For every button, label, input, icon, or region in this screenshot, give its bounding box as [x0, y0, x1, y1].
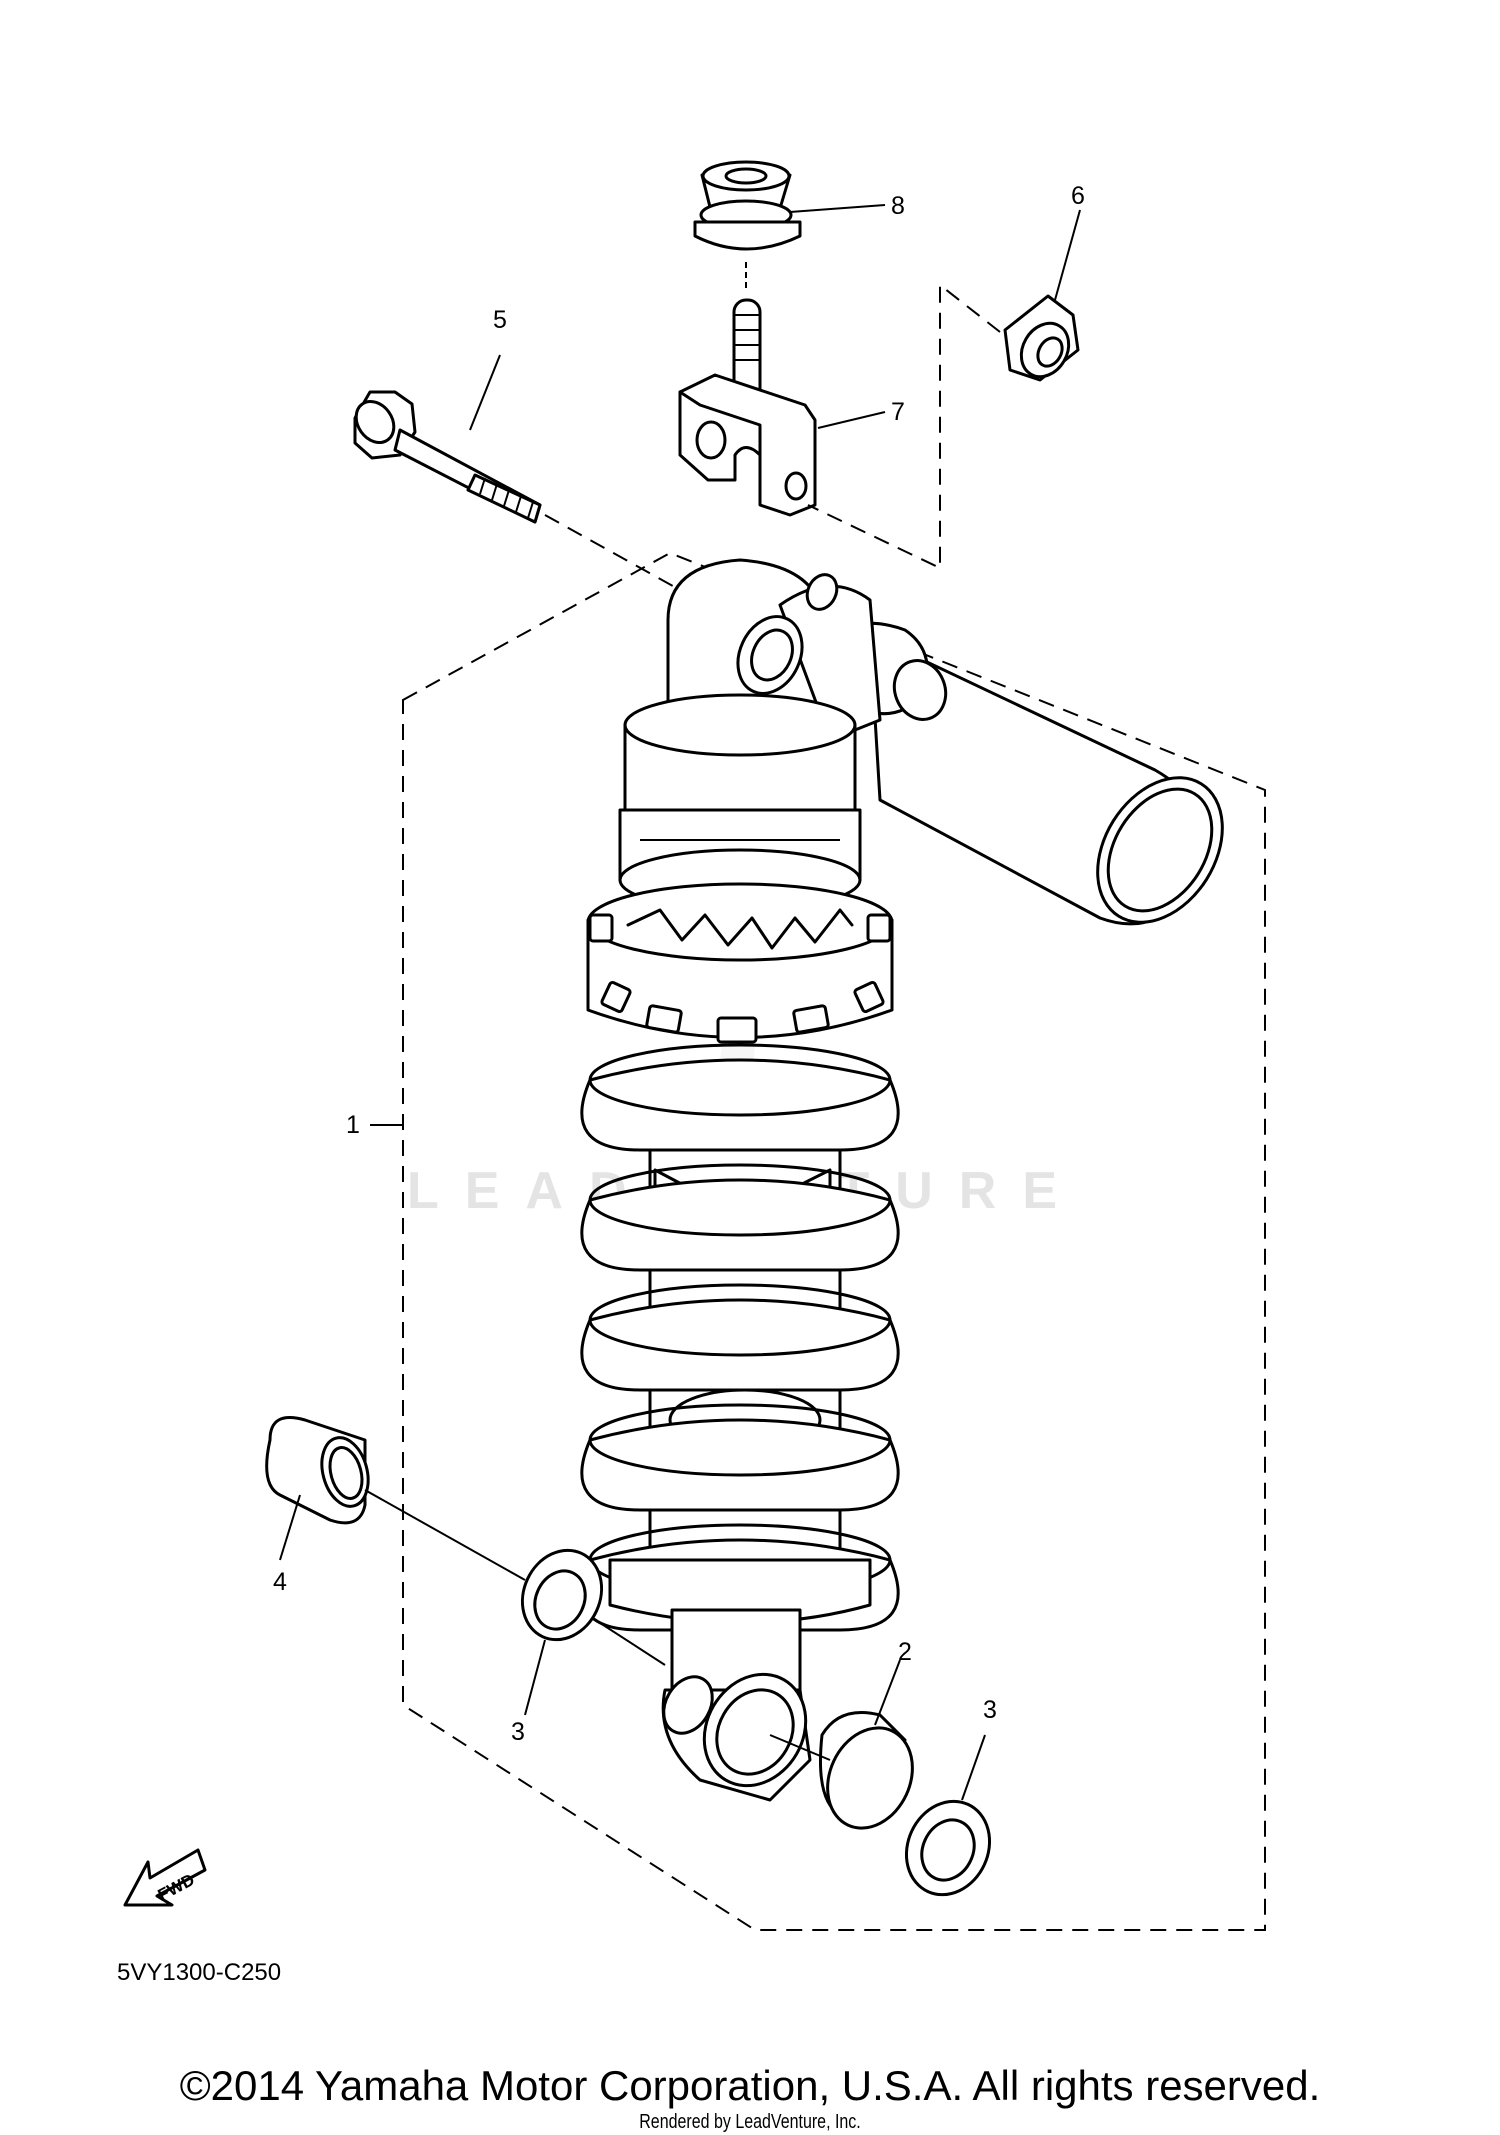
callout-7: 7 [891, 398, 905, 426]
part-4-sleeve[interactable] [265, 1416, 376, 1525]
callout-4: 4 [273, 1568, 287, 1596]
callout-2: 2 [898, 1638, 912, 1666]
leader-7 [817, 411, 886, 429]
leader-3a [524, 1639, 546, 1716]
callout-1: 1 [346, 1111, 360, 1139]
part-6-nut[interactable] [1003, 294, 1080, 385]
leader-6 [1054, 209, 1081, 301]
leader-8 [789, 204, 886, 213]
part-3-seal-right[interactable] [891, 1788, 1004, 1909]
axis-5 [544, 514, 681, 591]
leader-2 [874, 1659, 901, 1726]
callout-6: 6 [1071, 182, 1085, 210]
part-5-bolt[interactable] [348, 390, 542, 524]
copyright-text: ©2014 Yamaha Motor Corporation, U.S.A. A… [179, 2062, 1321, 2109]
rendered-by-text: Rendered by LeadVenture, Inc. [639, 2111, 861, 2133]
callout-3-left: 3 [511, 1718, 525, 1746]
axis-6 [807, 282, 1001, 570]
leader-4 [279, 1494, 301, 1561]
axis-4b [579, 1609, 666, 1666]
axis-4a [364, 1489, 526, 1581]
part-7-bracket[interactable] [678, 298, 817, 517]
leader-3b [961, 1734, 986, 1801]
part-2-collar[interactable] [812, 1711, 928, 1843]
fwd-arrow-icon: FWD [123, 1848, 207, 1907]
leader-5 [469, 354, 501, 431]
shock-absorber[interactable] [580, 558, 1248, 1804]
diagram-code: 5VY1300-C250 [117, 1959, 281, 1986]
callout-5: 5 [493, 306, 507, 334]
part-8-nut[interactable] [693, 160, 802, 251]
callout-3-right: 3 [983, 1696, 997, 1724]
axis-2 [769, 1734, 831, 1761]
callout-8: 8 [891, 192, 905, 220]
part-3-seal-left[interactable] [508, 1537, 616, 1652]
assembly-boundary [402, 551, 1266, 1931]
